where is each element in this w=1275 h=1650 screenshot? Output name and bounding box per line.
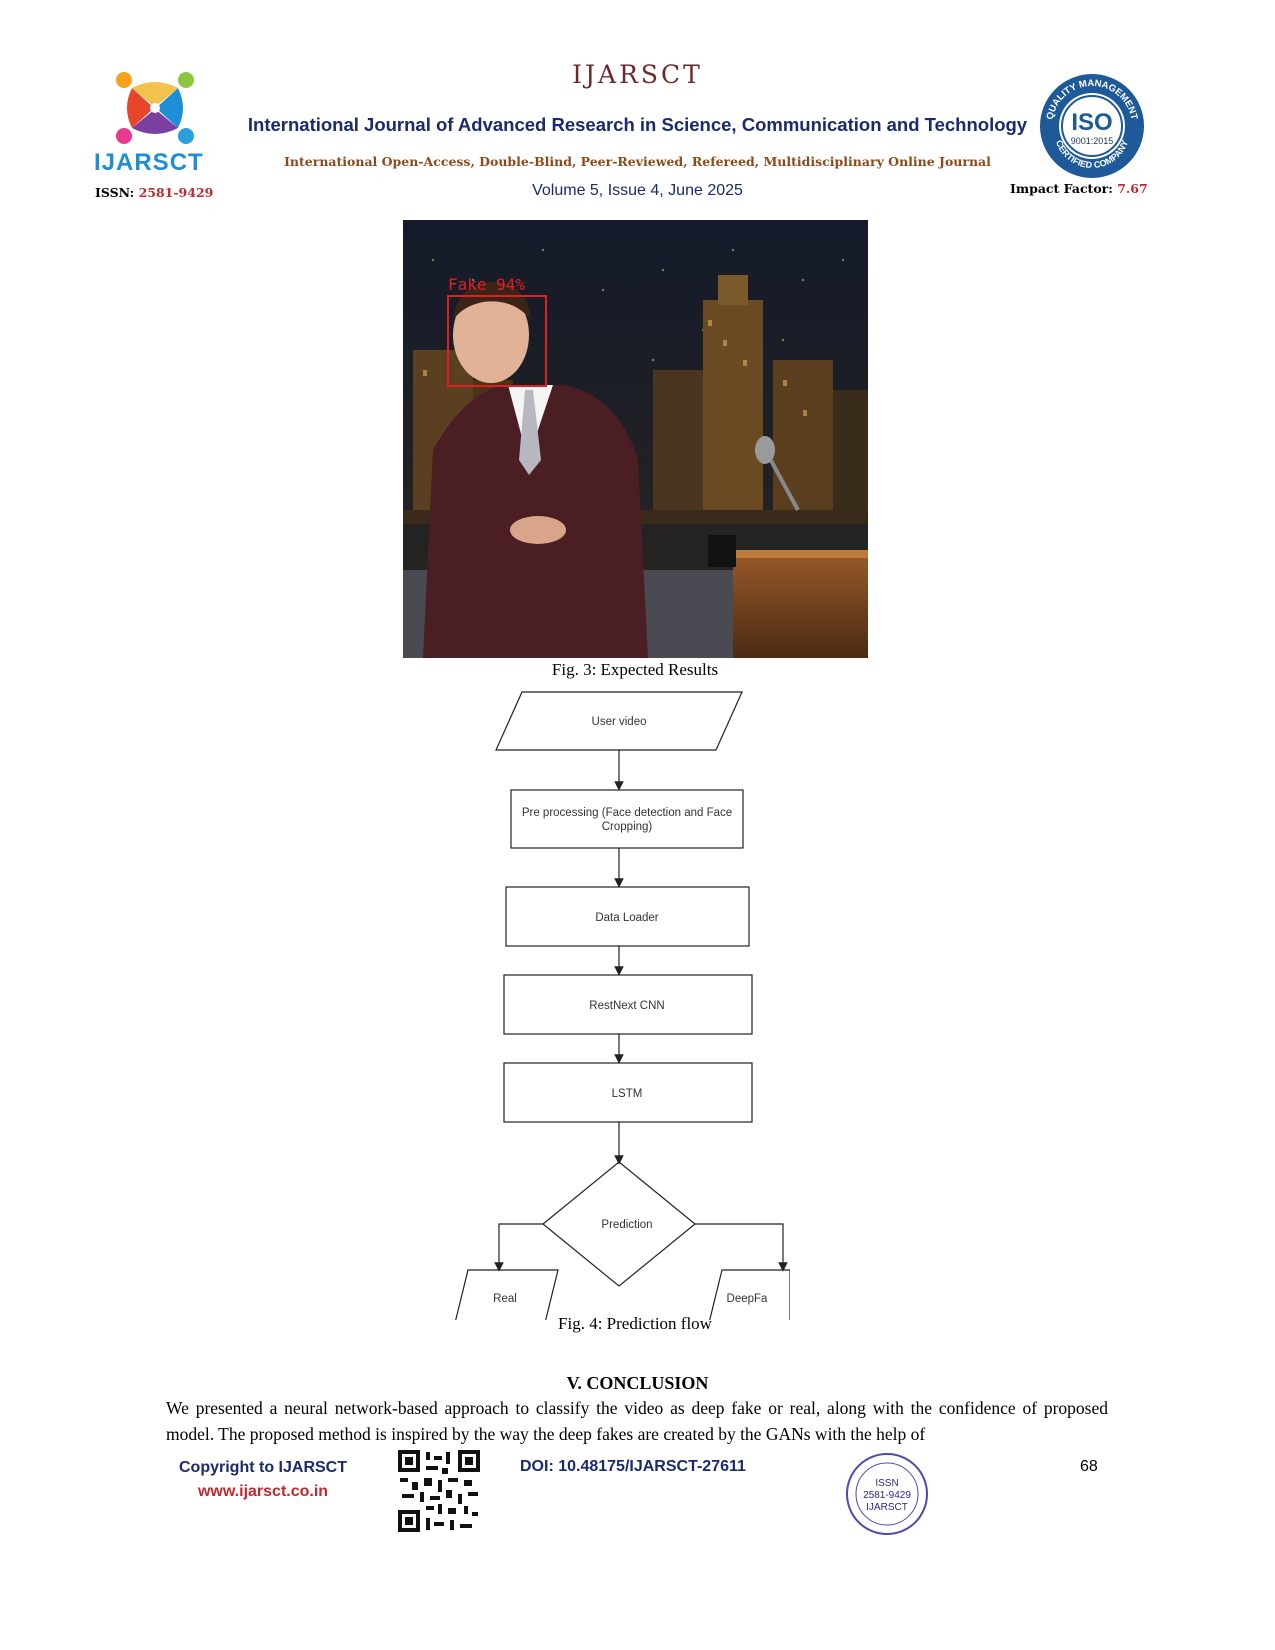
figure4-flowchart: User video Pre processing (Face detectio…: [440, 690, 791, 1328]
flow-loader-label: Data Loader: [595, 912, 658, 924]
impact-label: Impact Factor:: [1010, 181, 1118, 196]
flow-real-label: Real: [493, 1293, 517, 1305]
flow-fake-label: DeepFa: [727, 1293, 769, 1305]
flow-preprocess-shape: [510, 789, 744, 849]
flow-lstm-shape: [503, 1062, 753, 1123]
flow-preprocess-label-2: Cropping): [602, 821, 653, 833]
figure4-caption: Fig. 4: Prediction flow: [558, 1314, 712, 1333]
iso-big: ISO: [1071, 109, 1112, 136]
journal-name: International Journal of Advanced Resear…: [247, 114, 1028, 135]
qr-code-icon: [398, 1450, 480, 1532]
issn-label: ISSN:: [95, 185, 139, 200]
footer-copyright: Copyright to IJARSCT www.ijarsct.co.in: [160, 1456, 366, 1504]
figure3-photo: Fake 94%: [403, 220, 868, 658]
flow-decision-shape: [542, 1161, 696, 1287]
flow-lstm-label: LSTM: [612, 1088, 643, 1100]
journal-subtitle: International Open-Access, Double-Blind,…: [284, 154, 991, 169]
doi-link[interactable]: DOI: 10.48175/IJARSCT-27611: [520, 1458, 746, 1475]
flow-decision-label: Prediction: [601, 1219, 652, 1231]
journal-url-link[interactable]: www.ijarsct.co.in: [197, 1483, 329, 1500]
conclusion-paragraph: We presented a neural network-based appr…: [166, 1398, 1108, 1444]
section-title-conclusion: V. CONCLUSION: [566, 1373, 709, 1393]
seal-line-1: ISSN: [875, 1478, 898, 1489]
flow-input-shape: [495, 691, 743, 751]
flow-preprocess-label-1: Pre processing (Face detection and Face: [522, 807, 732, 819]
iso-badge: QUALITY MANAGEMENT CERTIFIED COMPANY ISO…: [1038, 72, 1146, 180]
flow-cnn-shape: [503, 974, 753, 1035]
journal-logo: [94, 66, 234, 176]
issn-seal-icon: ISSN 2581-9429 IJARSCT: [845, 1452, 929, 1536]
iso-number: 9001:2015: [1071, 136, 1114, 146]
volume-issue: Volume 5, Issue 4, June 2025: [532, 182, 743, 199]
issn-value: 2581-9429: [138, 185, 214, 200]
detection-label: Fake 94%: [448, 275, 525, 294]
flow-loader-shape: [505, 886, 750, 947]
figure3-caption: Fig. 3: Expected Results: [551, 660, 719, 679]
issn: ISSN: 2581-9429: [95, 185, 213, 200]
journal-abbreviation: IJARSCT: [572, 60, 703, 89]
copyright-text: Copyright to IJARSCT: [179, 1459, 347, 1476]
impact-value: 7.67: [1117, 181, 1148, 196]
logo-figures-icon: [116, 72, 194, 144]
seal-line-2: 2581-9429: [863, 1490, 911, 1501]
logo-wordmark: IJARSCT: [94, 149, 204, 176]
flow-cnn-label: RestNext CNN: [589, 1000, 664, 1012]
page-number: 68: [1080, 1458, 1098, 1475]
flow-input-label: User video: [592, 716, 647, 728]
seal-line-3: IJARSCT: [866, 1502, 908, 1513]
impact-factor: Impact Factor: 7.67: [1010, 181, 1148, 196]
